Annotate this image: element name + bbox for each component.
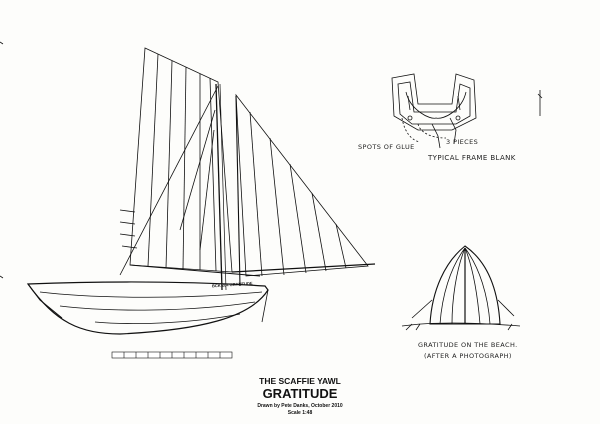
mainsail: [129, 47, 233, 273]
beach-caption-line1: GRATITUDE ON THE BEACH.: [418, 341, 518, 349]
drawing-title-line2: GRATITUDE: [262, 386, 338, 401]
drawing-scale: Scale 1:48: [287, 410, 313, 416]
three-pieces-label: 3 PIECES: [446, 138, 479, 146]
drawing-credit: Drawn by Pete Danks, October 2010: [257, 403, 343, 409]
drawing-title-line1: THE SCAFFIE YAWL: [259, 376, 341, 386]
spots-of-glue-label: SPOTS OF GLUE: [358, 143, 415, 151]
frame-blank-sketch: [391, 73, 543, 149]
beach-caption-line2: (AFTER A PHOTOGRAPH): [424, 352, 512, 360]
hull-profile: [26, 281, 269, 335]
frame-blank-caption: TYPICAL FRAME BLANK: [428, 154, 516, 162]
scale-bar: [111, 351, 233, 359]
beach-sketch: [401, 245, 521, 331]
mizzen-sail: [235, 93, 369, 277]
